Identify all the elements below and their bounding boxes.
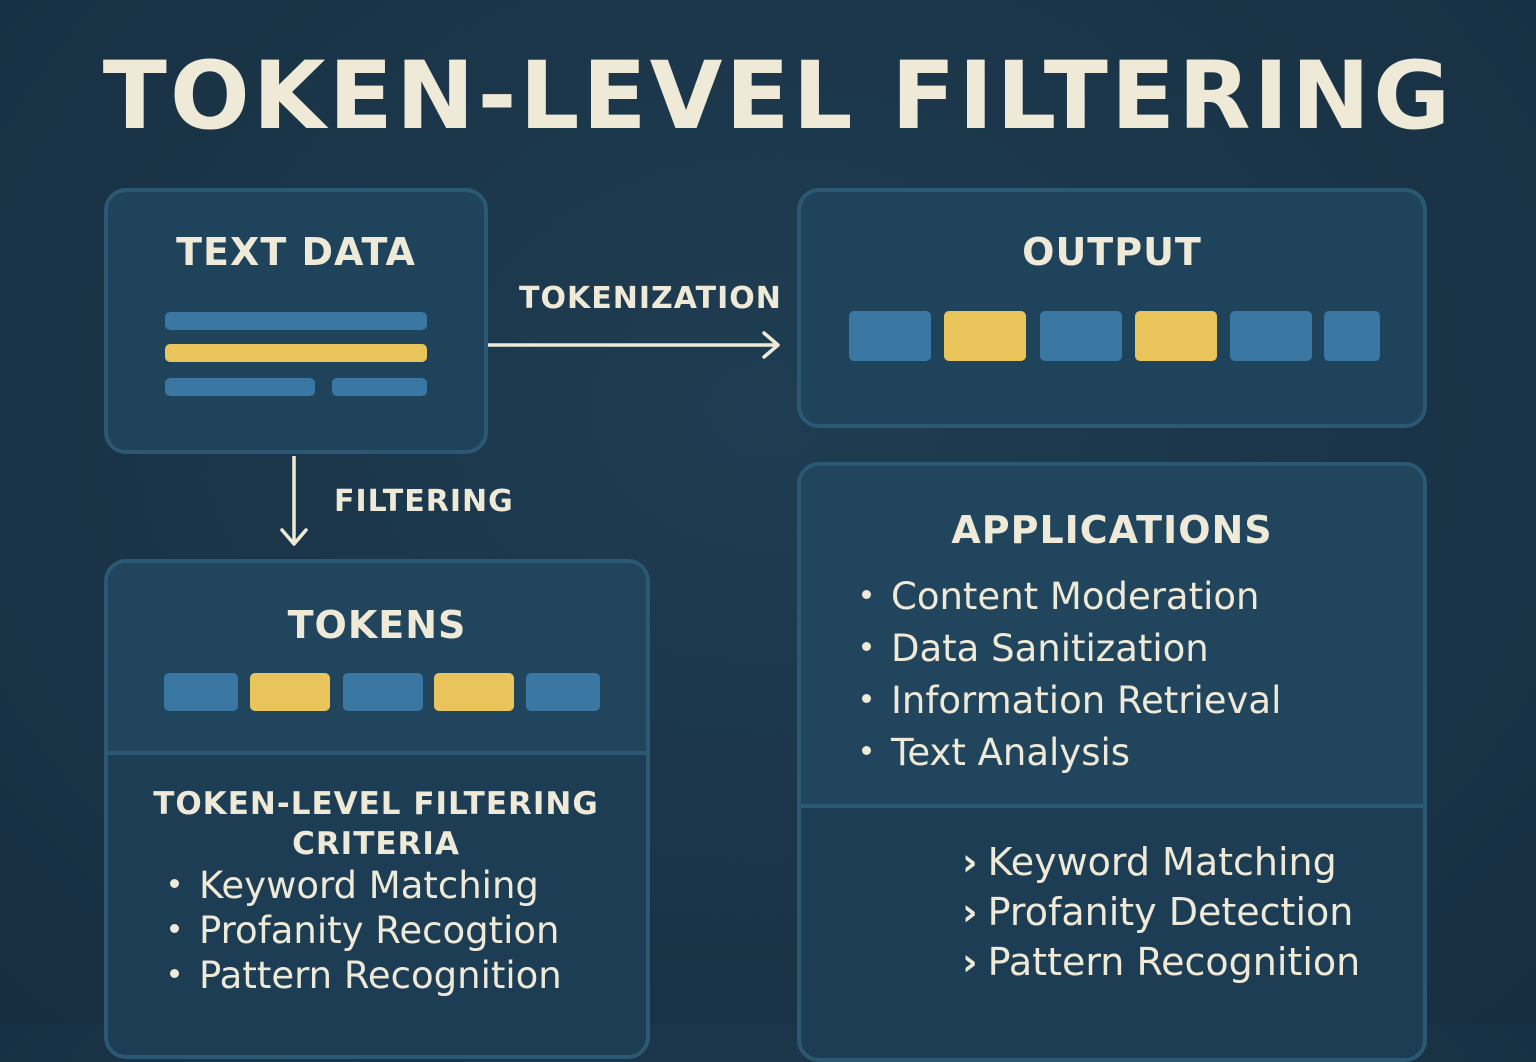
output-token-3 xyxy=(1040,311,1122,361)
chevron-right-icon: › xyxy=(962,840,978,884)
token-1 xyxy=(164,673,238,711)
applications-heading: APPLICATIONS xyxy=(951,508,1273,552)
tokens-panel: TOKENS xyxy=(104,559,650,1059)
tokens-header-section xyxy=(108,563,646,755)
bullet-icon xyxy=(862,746,871,755)
bullet-icon xyxy=(170,879,179,888)
criteria-heading-line2: CRITERIA xyxy=(292,826,460,862)
tokenization-arrow-icon xyxy=(488,331,780,359)
application-item: Content Moderation xyxy=(862,575,1259,618)
application-item: Text Analysis xyxy=(862,731,1130,774)
text-line-3b xyxy=(332,378,427,396)
criteria-item: Pattern Recognition xyxy=(170,954,562,997)
text-data-panel: TEXT DATA xyxy=(104,188,488,454)
tokenization-label: TOKENIZATION xyxy=(519,281,782,316)
bullet-icon xyxy=(170,969,179,978)
output-token-1 xyxy=(849,311,931,361)
filtering-label: FILTERING xyxy=(334,484,514,519)
criteria-item: Profanity Recogtion xyxy=(170,909,559,952)
tokens-divider xyxy=(108,751,646,755)
token-2 xyxy=(250,673,330,711)
text-line-3a xyxy=(165,378,315,396)
chevron-right-icon: › xyxy=(962,940,978,984)
page-title: TOKEN-LEVEL FILTERING xyxy=(102,42,1454,151)
criteria-heading-line1: TOKEN-LEVEL FILTERING xyxy=(153,786,599,822)
output-token-6 xyxy=(1324,311,1380,361)
bullet-icon xyxy=(862,694,871,703)
output-token-4 xyxy=(1135,311,1217,361)
chevron-right-icon: › xyxy=(962,890,978,934)
filtering-arrow-icon xyxy=(280,456,308,546)
output-token-2 xyxy=(944,311,1026,361)
text-line-2-highlighted xyxy=(165,344,427,362)
output-heading: OUTPUT xyxy=(1022,230,1202,274)
application-sub-item: ›Profanity Detection xyxy=(962,890,1354,934)
text-data-heading: TEXT DATA xyxy=(176,230,416,274)
criteria-item: Keyword Matching xyxy=(170,864,539,907)
bullet-icon xyxy=(862,590,871,599)
tokens-heading: TOKENS xyxy=(287,603,467,647)
bullet-icon xyxy=(862,642,871,651)
applications-panel: APPLICATIONS xyxy=(797,462,1427,1062)
application-item: Information Retrieval xyxy=(862,679,1281,722)
output-panel: OUTPUT xyxy=(797,188,1427,428)
application-sub-item: ›Keyword Matching xyxy=(962,840,1337,884)
application-item: Data Sanitization xyxy=(862,627,1209,670)
application-sub-item: ›Pattern Recognition xyxy=(962,940,1361,984)
token-4 xyxy=(434,673,514,711)
output-token-5 xyxy=(1230,311,1312,361)
token-5 xyxy=(526,673,600,711)
bullet-icon xyxy=(170,924,179,933)
token-3 xyxy=(343,673,423,711)
applications-divider xyxy=(801,804,1423,808)
applications-header-section xyxy=(801,466,1423,808)
text-line-1 xyxy=(165,312,427,330)
